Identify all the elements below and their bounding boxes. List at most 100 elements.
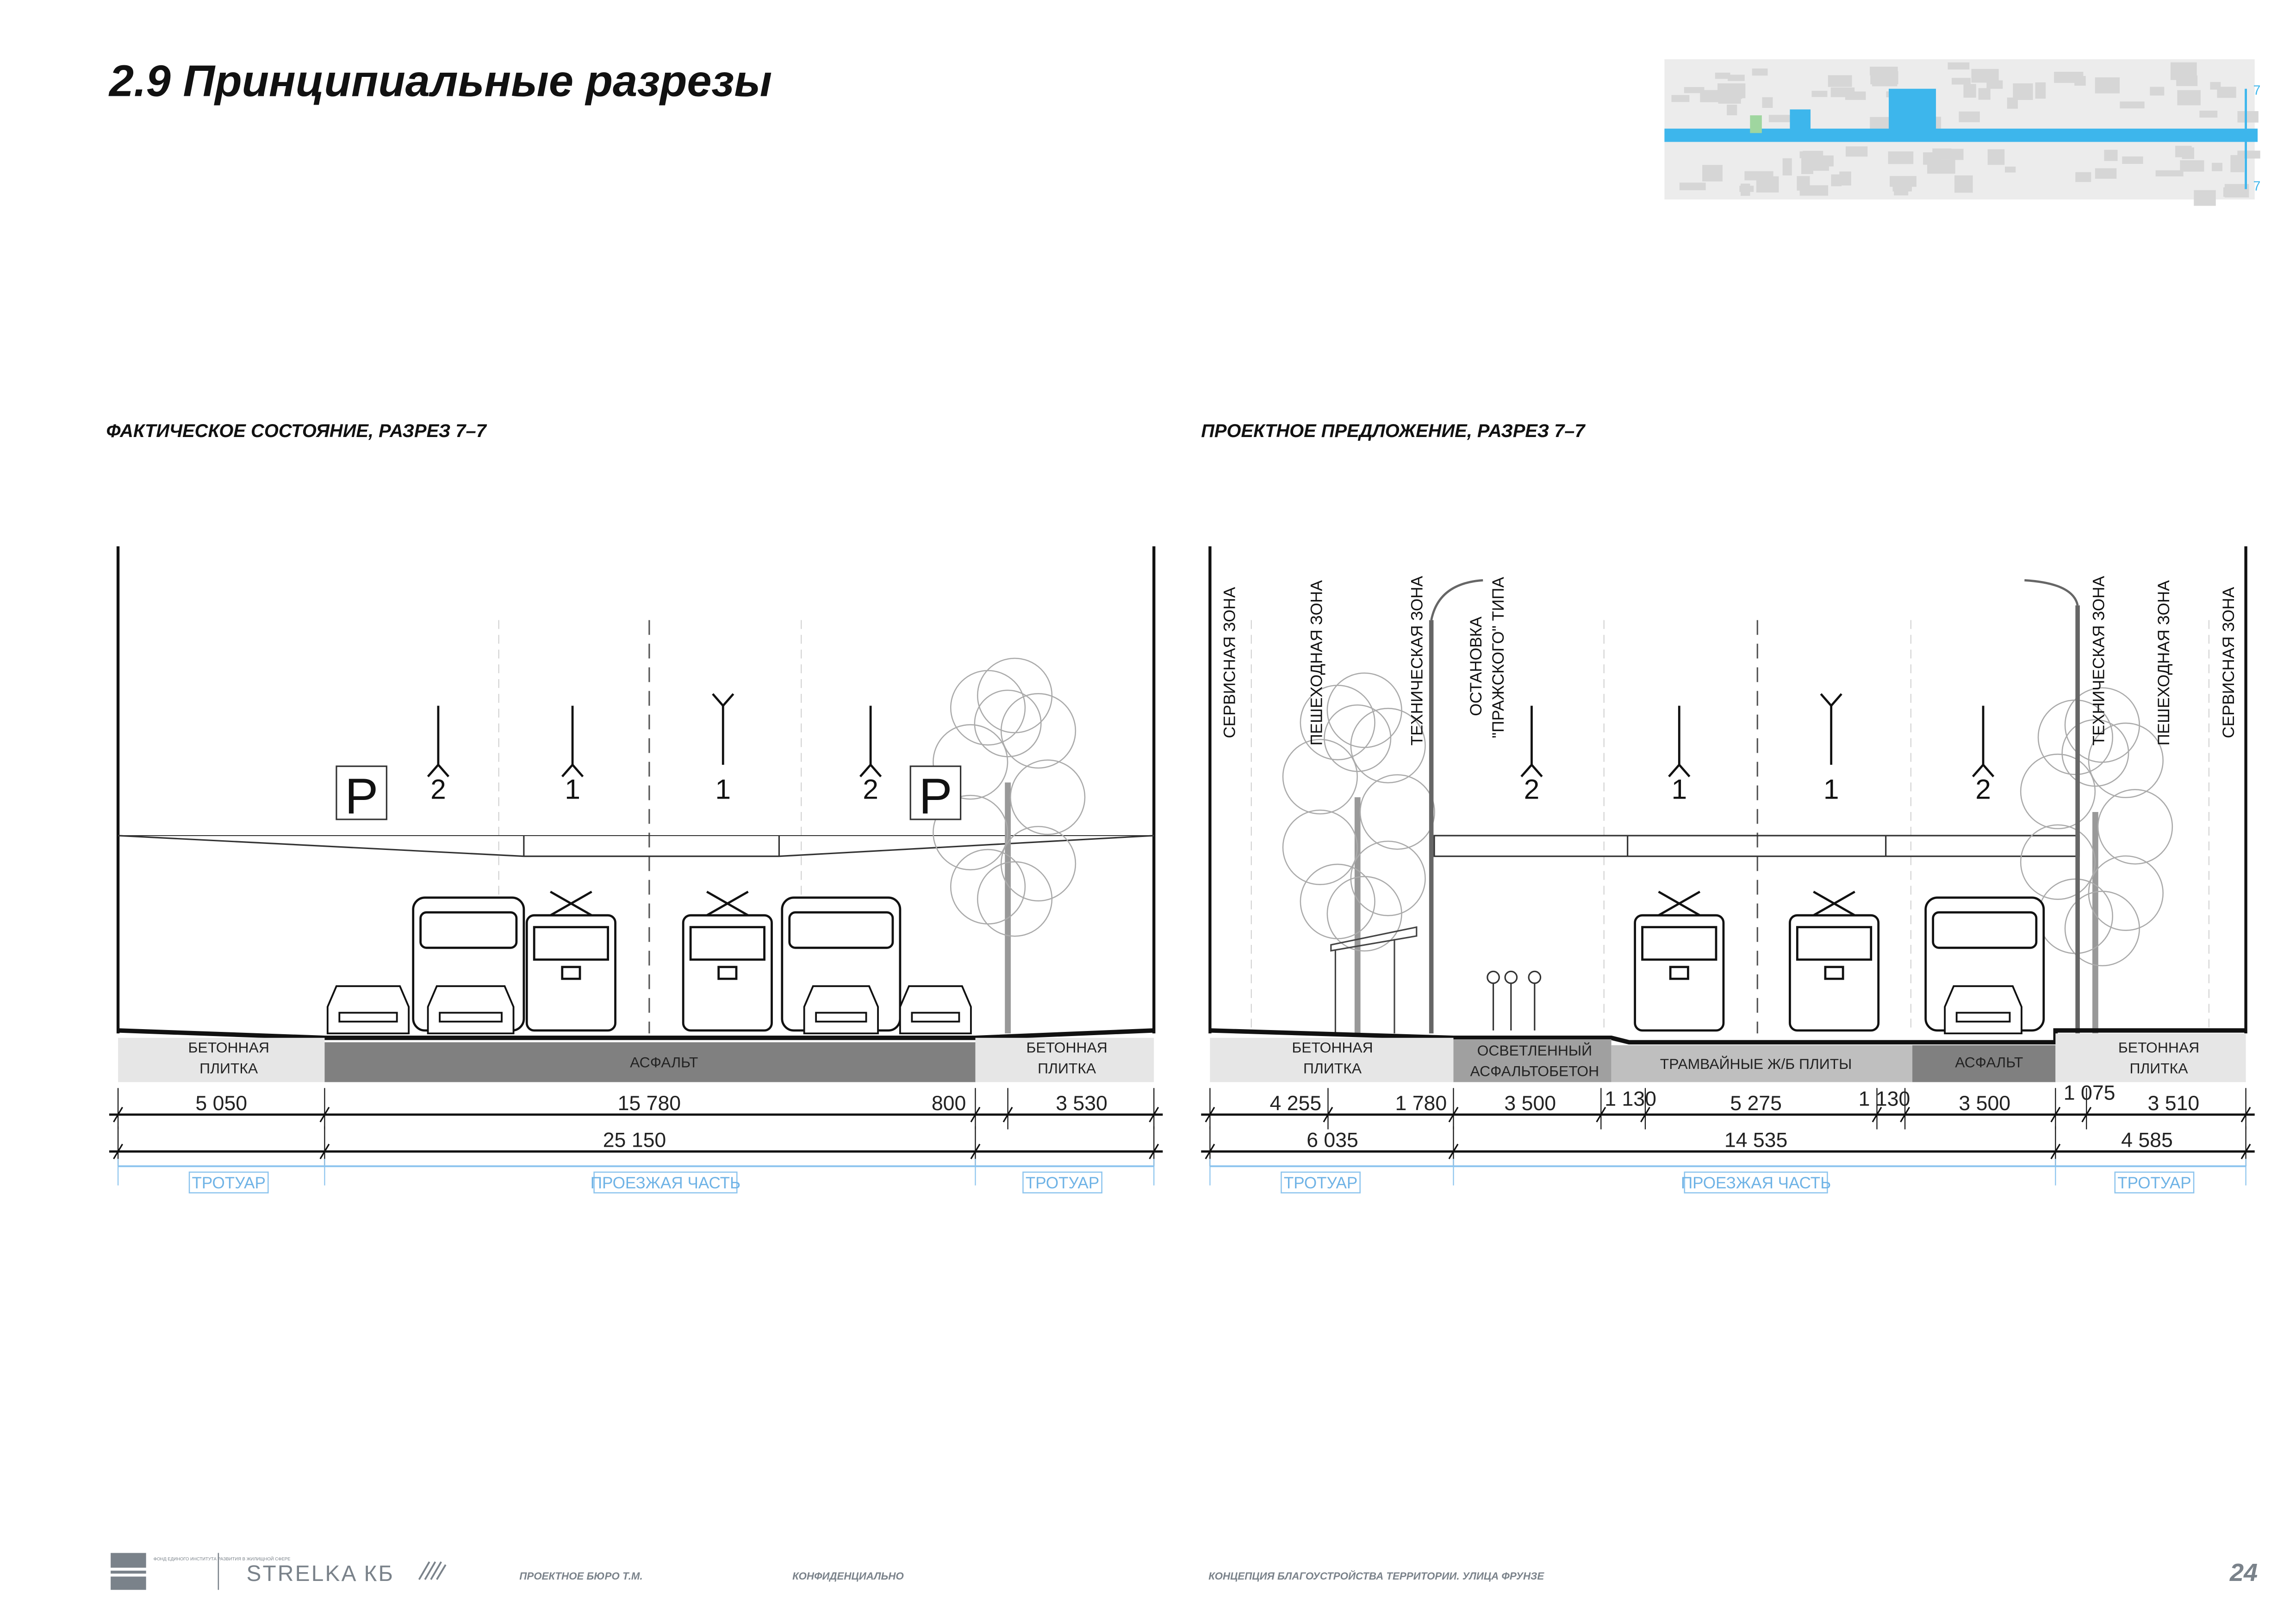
lane-number: 2 <box>1524 773 1540 805</box>
stop-label: ОСТАНОВКА <box>1467 616 1485 716</box>
dimension-value: 5 275 <box>1730 1092 1782 1115</box>
footer-confidential: КОНФИДЕНЦИАЛЬНО <box>792 1570 904 1582</box>
footer-project: КОНЦЕПЦИЯ БЛАГОУСТРОЙСТВА ТЕРРИТОРИИ. УЛ… <box>1208 1570 1544 1582</box>
layer-label: БЕТОННАЯ <box>2118 1039 2199 1056</box>
zone-label-box <box>1022 1171 1102 1193</box>
parking-sign-label: P <box>345 768 378 824</box>
footer: ФОНД ЕДИНОГО ИНСТИТУТА РАЗВИТИЯ В ЖИЛИЩН… <box>111 1553 2258 1590</box>
car-icon <box>326 985 410 1035</box>
street-lamp-right <box>2024 579 2080 1034</box>
parking-sign-icon: P <box>909 765 962 824</box>
lane-down-arrow-icon <box>1972 706 1995 778</box>
lane-number: 1 <box>715 773 731 805</box>
tram-icon <box>1634 891 1725 1032</box>
strelka-pattern-icon <box>418 1561 447 1580</box>
page-title: 2.9 Принципиальные разрезы <box>108 56 772 106</box>
lane-number: 2 <box>430 773 446 805</box>
layer-asphalt <box>324 1042 976 1082</box>
dimension-value: 4 255 <box>1269 1092 1321 1115</box>
location-minimap: 7 7 <box>1664 59 2261 206</box>
lane-down-arrow-icon <box>561 706 584 778</box>
zone-label: ТРОТУАР <box>192 1174 265 1192</box>
zone-label-box <box>2114 1171 2195 1193</box>
zone-label-box <box>1684 1171 1828 1193</box>
layer-label: БЕТОННАЯ <box>1026 1039 1107 1056</box>
dimension-total: 4 585 <box>2121 1129 2173 1152</box>
parking-sign-label: P <box>919 768 952 824</box>
lane-number: 2 <box>863 773 878 805</box>
proposed-section-title: ПРОЕКТНОЕ ПРЕДЛОЖЕНИЕ, РАЗРЕЗ 7–7 <box>1201 421 1586 441</box>
layer-label: ПЛИТКА <box>1038 1060 1096 1076</box>
zone-label-box <box>593 1171 738 1193</box>
lane-down-arrow-icon <box>1520 706 1543 778</box>
tree-icon <box>1282 672 1435 1034</box>
dimension-total: 14 535 <box>1724 1129 1788 1152</box>
layer-concrete-tiles-left <box>1210 1037 1454 1082</box>
zone-label-service: СЕРВИСНАЯ ЗОНА <box>2220 587 2238 738</box>
lane-down-arrow-icon <box>859 706 882 778</box>
tree-icon <box>933 657 1086 1034</box>
lane-number: 1 <box>1823 773 1839 805</box>
footer-bureau: ПРОЕКТНОЕ БЮРО Т.М. <box>519 1570 642 1582</box>
car-icon <box>427 985 515 1035</box>
zone-label-box <box>1281 1171 1361 1193</box>
layer-label: БЕТОННАЯ <box>1292 1039 1373 1056</box>
zone-label-technical: ТЕХНИЧЕСКАЯ ЗОНА <box>2090 575 2108 745</box>
layer-concrete-tiles-right <box>2055 1033 2246 1082</box>
dimension-value: 3 530 <box>1056 1092 1108 1115</box>
zone-label: ПРОЕЗЖАЯ ЧАСТЬ <box>1681 1174 1831 1192</box>
dimension-value: 1 130 <box>1859 1087 1910 1110</box>
stop-label: "ПРАЖСКОГО" ТИПА <box>1489 577 1507 738</box>
tree-icon <box>2020 687 2173 1034</box>
existing-section: БЕТОННАЯ ПЛИТКА АСФАЛЬТ БЕТОННАЯ ПЛИТКА … <box>109 546 1163 1193</box>
section-marker-top: 7 <box>2253 83 2261 98</box>
layer-asphalt <box>1912 1045 2056 1082</box>
layer-label: ОСВЕТЛЕННЫЙ <box>1477 1042 1592 1059</box>
existing-section-title: ФАКТИЧЕСКОЕ СОСТОЯНИЕ, РАЗРЕЗ 7–7 <box>106 421 487 441</box>
layer-concrete-tiles-right <box>975 1037 1154 1082</box>
zone-label: ТРОТУАР <box>2117 1174 2191 1192</box>
zone-label: ТРОТУАР <box>1284 1174 1357 1192</box>
zone-label-technical: ТЕХНИЧЕСКАЯ ЗОНА <box>1408 575 1426 745</box>
layer-label: ПЛИТКА <box>199 1060 258 1076</box>
section-marker-bottom: 7 <box>2253 179 2261 194</box>
dimension-value: 800 <box>932 1092 966 1115</box>
zone-label: ТРОТУАР <box>1026 1174 1099 1192</box>
layer-label: ПЛИТКА <box>2129 1060 2188 1076</box>
dimension-value: 3 500 <box>1959 1092 2010 1115</box>
layer-light-asphalt-concrete <box>1453 1039 1612 1082</box>
zone-label-pedestrian: ПЕШЕХОДНАЯ ЗОНА <box>2155 580 2173 746</box>
tram-icon <box>1789 891 1880 1032</box>
car-icon <box>1944 985 2022 1035</box>
layer-label: АСФАЛЬТОБЕТОН <box>1470 1063 1599 1080</box>
layer-label: ТРАМВАЙНЫЕ Ж/Б ПЛИТЫ <box>1660 1056 1852 1072</box>
lane-number: 2 <box>1975 773 1991 805</box>
dimension-value: 3 510 <box>2148 1092 2200 1115</box>
zone-label: ПРОЕЗЖАЯ ЧАСТЬ <box>591 1174 740 1192</box>
lane-number: 1 <box>565 773 580 805</box>
pedestrians-icon <box>1487 970 1542 1031</box>
street-lamp-left <box>1429 579 1483 1034</box>
layer-label: АСФАЛЬТ <box>630 1054 698 1071</box>
car-icon <box>803 985 879 1035</box>
layer-label: ПЛИТКА <box>1303 1060 1362 1076</box>
zone-label-box <box>188 1171 269 1193</box>
strelka-logo: STRELKA КБ <box>246 1562 394 1586</box>
dimension-value: 5 050 <box>195 1092 247 1115</box>
dimension-value: 15 780 <box>618 1092 681 1115</box>
dimension-value: 1 130 <box>1605 1087 1656 1110</box>
dimension-total: 25 150 <box>603 1129 666 1152</box>
layer-tram-slabs <box>1611 1045 1913 1082</box>
lane-down-arrow-icon <box>1668 706 1691 778</box>
tram-icon <box>682 891 773 1032</box>
zone-label-pedestrian: ПЕШЕХОДНАЯ ЗОНА <box>1308 580 1326 746</box>
lane-number: 1 <box>1671 773 1687 805</box>
layer-concrete-tiles-left <box>118 1037 325 1082</box>
tram-stop-shelter <box>1330 926 1418 1034</box>
dimension-total: 6 035 <box>1307 1129 1358 1152</box>
dimension-value: 3 500 <box>1504 1092 1556 1115</box>
layer-label: БЕТОННАЯ <box>188 1039 269 1056</box>
page-number: 24 <box>2229 1559 2258 1587</box>
dimension-value: 1 075 <box>2064 1082 2116 1105</box>
